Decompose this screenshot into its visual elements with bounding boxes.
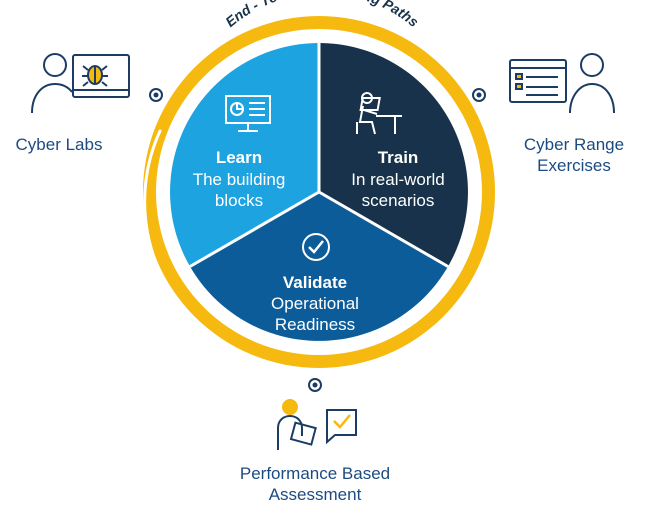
performance-line2: Assessment: [268, 485, 362, 504]
node-cyber-labs[interactable]: [147, 86, 165, 104]
validate-line1: Operational: [271, 294, 359, 313]
person-at-computer-icon: [356, 92, 402, 135]
segment-learn[interactable]: [170, 43, 319, 267]
cyber-range-line2: Exercises: [537, 156, 611, 175]
node-cyber-range[interactable]: [470, 86, 488, 104]
cyber-range-label: Cyber Range Exercises: [509, 134, 639, 176]
validate-line2: Readiness: [275, 315, 355, 334]
cyber-labs-text: Cyber Labs: [15, 135, 103, 154]
segment-dividers: [189, 43, 449, 268]
segment-train[interactable]: [319, 43, 468, 267]
learn-line1: The building: [193, 170, 286, 189]
monitor-checklist-icon: [509, 53, 615, 114]
segment-validate[interactable]: [190, 192, 448, 341]
cyber-range-line1: Cyber Range: [523, 135, 625, 154]
cycle-arrows: [143, 85, 512, 336]
presentation-screen-icon: [225, 95, 271, 132]
train-line2: scenarios: [362, 191, 435, 210]
learn-line2: blocks: [215, 191, 263, 210]
ring-nodes: [147, 86, 488, 394]
node-performance[interactable]: [306, 376, 324, 394]
train-line1: In real-world: [351, 170, 445, 189]
performance-line1: Performance Based: [239, 464, 391, 483]
check-circle-icon: [302, 233, 330, 261]
performance-label: Performance Based Assessment: [220, 463, 410, 505]
cyber-labs-label: Cyber Labs: [4, 134, 114, 155]
person-clipboard-check-icon: [277, 399, 357, 450]
segments: [170, 43, 468, 341]
train-title: Train: [378, 148, 419, 167]
learn-title: Learn: [216, 148, 262, 167]
validate-title: Validate: [283, 273, 347, 292]
person-with-bug-screen-icon: [31, 53, 130, 114]
